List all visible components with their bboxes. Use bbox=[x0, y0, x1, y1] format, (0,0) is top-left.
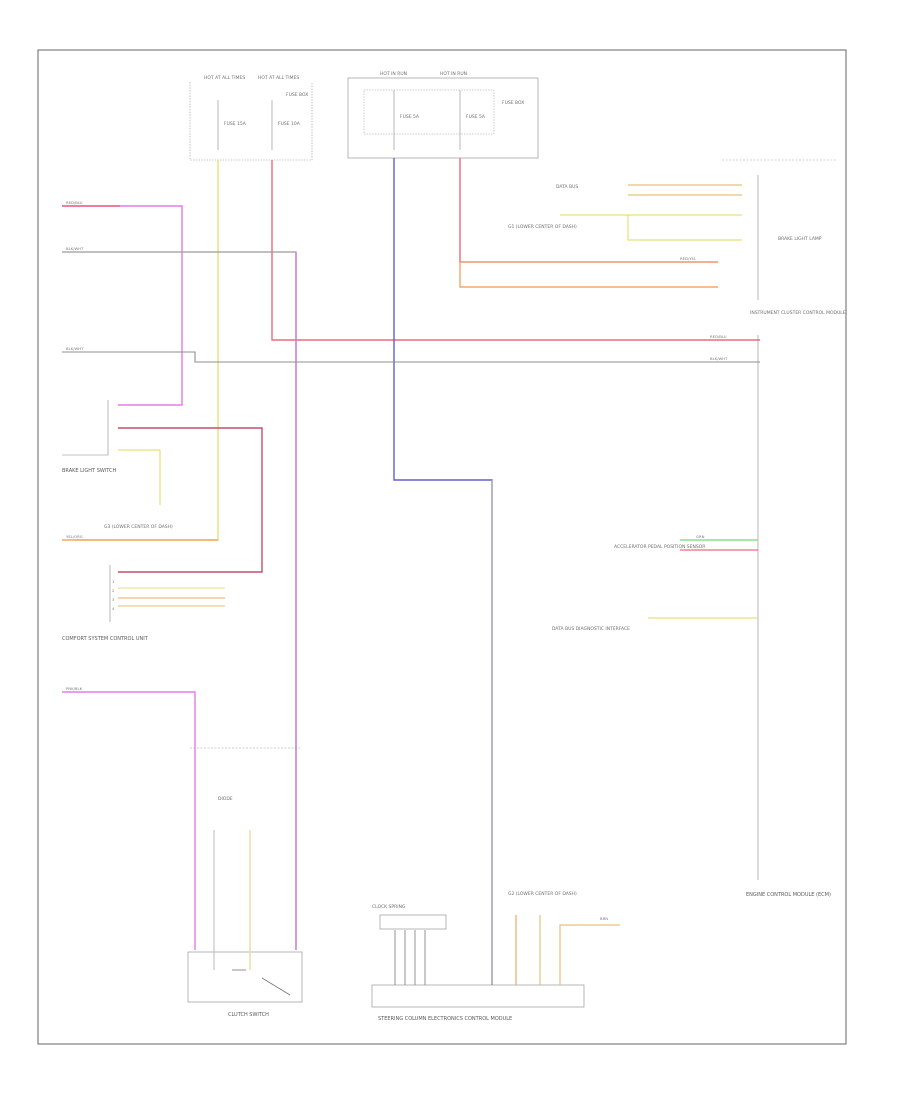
brn-run-label: BRN bbox=[600, 916, 608, 921]
gateway-label: DATA BUS DIAGNOSTIC INTERFACE bbox=[552, 626, 630, 632]
fuse-box-left: HOT AT ALL TIMES HOT AT ALL TIMES FUSE 1… bbox=[189, 75, 313, 161]
steering-column-module: CLOCK SPRING G2 (LOWER CENTER OF DASH) S… bbox=[371, 891, 620, 1022]
wire-pink-circuit5 bbox=[62, 691, 196, 950]
grn-run-label: GRN bbox=[696, 534, 705, 539]
fuse-center-terminal-2-label: HOT IN RUN bbox=[440, 71, 467, 77]
wire-orange-fuse-center2 bbox=[459, 262, 718, 288]
circuit-1-wire-label: RED/BLU bbox=[66, 200, 83, 205]
clutch-switch: DIODE CLUTCH SWITCH bbox=[187, 796, 303, 1018]
instrument-cluster: DATA BUS G1 (LOWER CENTER OF DASH) BRAKE… bbox=[508, 159, 846, 316]
fuse-center-2-label: FUSE 5A bbox=[466, 114, 486, 120]
diode-label: DIODE bbox=[218, 796, 233, 802]
fuse-left-box-label: FUSE BOX bbox=[286, 92, 308, 98]
sensor-label: ACCELERATOR PEDAL POSITION SENSOR bbox=[614, 544, 705, 550]
fuse-center-terminal-1-label: HOT IN RUN bbox=[380, 71, 407, 77]
wire-maroon-loop bbox=[118, 427, 263, 573]
redylw-run-label: RED/YEL bbox=[680, 256, 697, 261]
wire-red-fuse2 bbox=[271, 160, 760, 341]
left-circuit-labels: RED/BLU BLK/WHT BLK/WHT YEL/ORG PNK/BLK bbox=[66, 200, 84, 691]
circuit-5-wire-label: PNK/BLK bbox=[66, 686, 83, 691]
diagram-frame bbox=[37, 49, 847, 1045]
grey-run-label: BLK/WHT bbox=[710, 356, 728, 361]
fuse-left-terminal-1-label: HOT AT ALL TIMES bbox=[204, 75, 245, 81]
clock-spring-label: CLOCK SPRING bbox=[372, 904, 406, 910]
red-run-label: RED/BLU bbox=[710, 334, 727, 339]
fuse-box-center: HOT IN RUN HOT IN RUN FUSE 5A FUSE 5A FU… bbox=[347, 71, 539, 159]
bottom-ground-label: G2 (LOWER CENTER OF DASH) bbox=[508, 891, 577, 897]
brake-light-switch: BRAKE LIGHT SWITCH G3 (LOWER CENTER OF D… bbox=[62, 400, 173, 530]
run-wire-labels: RED/BLU BLK/WHT BRN RED/YEL GRN bbox=[600, 256, 728, 921]
wire-pink-circuit1 bbox=[62, 205, 183, 406]
engine-control-module: ACCELERATOR PEDAL POSITION SENSOR DATA B… bbox=[552, 335, 831, 898]
data-bus-label: DATA BUS bbox=[556, 184, 578, 190]
steering-module-label: STEERING COLUMN ELECTRONICS CONTROL MODU… bbox=[378, 1016, 512, 1022]
wire-grey-circuit2 bbox=[62, 251, 297, 950]
fuse-left-terminal-2-label: HOT AT ALL TIMES bbox=[258, 75, 299, 81]
ecm-label: ENGINE CONTROL MODULE (ECM) bbox=[746, 892, 831, 898]
wire-grey-circuit3 bbox=[62, 351, 760, 363]
circuit-3-wire-label: BLK/WHT bbox=[66, 346, 84, 351]
circuit-2-wire-label: BLK/WHT bbox=[66, 246, 84, 251]
fuse-left-2-label: FUSE 10A bbox=[278, 121, 301, 127]
cluster-label: INSTRUMENT CLUSTER CONTROL MODULE bbox=[750, 310, 846, 316]
conn-pin-4: 4 bbox=[112, 606, 115, 611]
brake-lamp-label: BRAKE LIGHT LAMP bbox=[778, 236, 822, 242]
comfort-unit-label: COMFORT SYSTEM CONTROL UNIT bbox=[62, 636, 149, 642]
left-ground-label: G3 (LOWER CENTER OF DASH) bbox=[104, 524, 173, 530]
conn-pin-2: 2 bbox=[112, 588, 115, 593]
wire-red-fuse-center2 bbox=[459, 158, 718, 263]
conn-pin-1: 1 bbox=[112, 579, 115, 584]
right-ground-label: G1 (LOWER CENTER OF DASH) bbox=[508, 224, 577, 230]
clutch-switch-label: CLUTCH SWITCH bbox=[228, 1012, 269, 1018]
fuse-left-1-label: FUSE 15A bbox=[224, 121, 247, 127]
wire-yellow-fuse1 bbox=[75, 160, 219, 541]
fuse-center-1-label: FUSE 5A bbox=[400, 114, 420, 120]
conn-pin-3: 3 bbox=[112, 597, 115, 602]
circuit-4-wire-label: YEL/ORG bbox=[66, 534, 83, 539]
brake-switch-label: BRAKE LIGHT SWITCH bbox=[62, 468, 117, 474]
comfort-control-unit: 1 2 3 4 COMFORT SYSTEM CONTROL UNIT bbox=[62, 565, 225, 642]
wire-blue-fuse-center1 bbox=[393, 158, 493, 985]
fuse-center-box-label: FUSE BOX bbox=[502, 100, 524, 106]
